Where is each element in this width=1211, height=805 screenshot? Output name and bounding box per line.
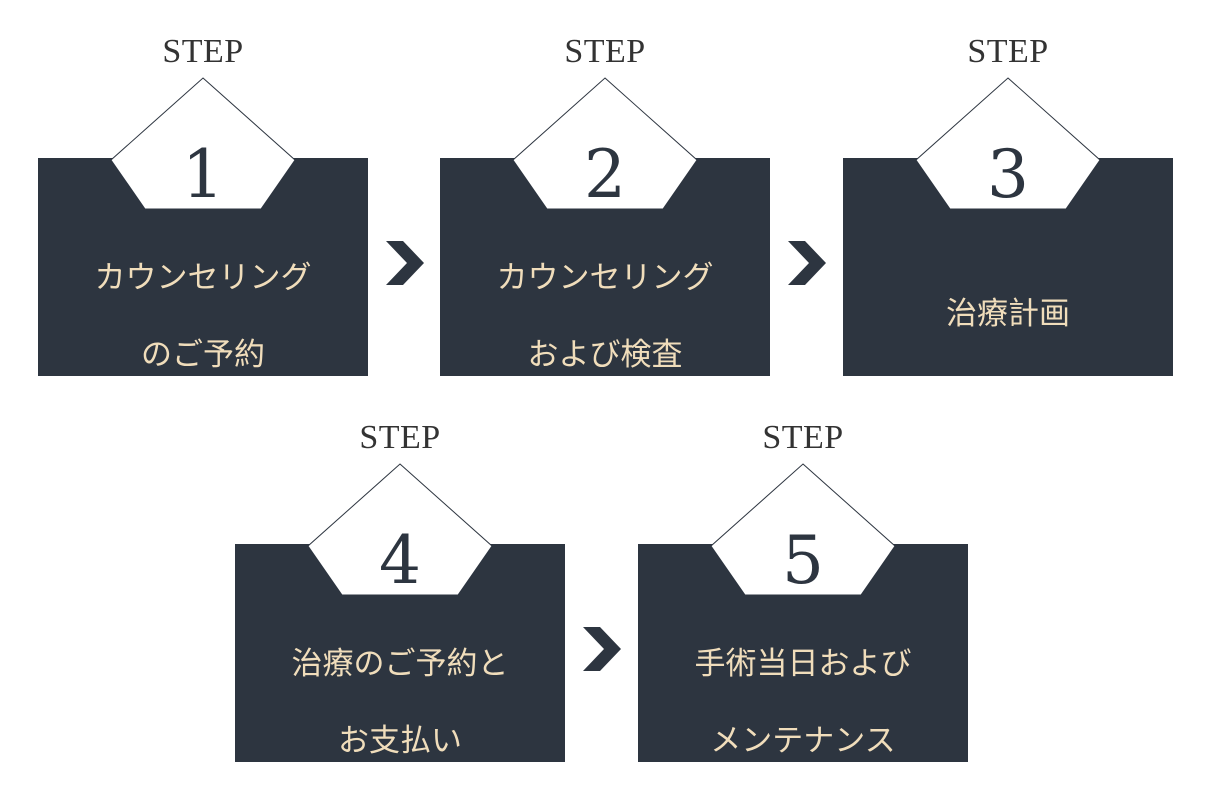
step-number: 2 bbox=[584, 136, 626, 213]
step-card-5: STEP 5 手術当日および メンテナンス bbox=[638, 416, 968, 762]
step-label-line: カウンセリング bbox=[94, 260, 312, 296]
step-word: STEP bbox=[162, 33, 244, 70]
step-panel-2 bbox=[440, 77, 770, 376]
step-label-line: および検査 bbox=[527, 337, 683, 373]
step-card-2: STEP 2 カウンセリング および検査 bbox=[440, 30, 770, 376]
step-label-line: メンテナンス bbox=[710, 723, 896, 759]
step-word: STEP bbox=[967, 33, 1049, 70]
step-number: 3 bbox=[987, 136, 1029, 213]
step-label-line: お支払い bbox=[338, 723, 462, 759]
chevron-right-icon bbox=[788, 241, 828, 285]
step-label-line: のご予約 bbox=[141, 337, 265, 373]
step-panel-1 bbox=[38, 77, 368, 376]
step-card-4: STEP 4 治療のご予約と お支払い bbox=[235, 416, 565, 762]
chevron-right-icon bbox=[583, 627, 623, 671]
step-word: STEP bbox=[564, 33, 646, 70]
step-label-line: 治療のご予約と bbox=[291, 646, 509, 682]
step-label-line: 治療計画 bbox=[946, 296, 1070, 332]
step-label: 治療のご予約と お支払い bbox=[235, 644, 565, 798]
step-label: カウンセリング および検査 bbox=[440, 258, 770, 412]
step-label: カウンセリング のご予約 bbox=[38, 258, 368, 412]
step-label-line: カウンセリング bbox=[496, 260, 714, 296]
step-number: 5 bbox=[782, 522, 824, 599]
step-number: 1 bbox=[182, 136, 224, 213]
step-card-3: STEP 3 治療計画 bbox=[843, 30, 1173, 376]
step-number: 4 bbox=[379, 522, 421, 599]
step-card-1: STEP 1 カウンセリング のご予約 bbox=[38, 30, 368, 376]
step-label: 手術当日および メンテナンス bbox=[638, 644, 968, 798]
step-panel-5 bbox=[638, 463, 968, 762]
chevron-right-icon bbox=[386, 241, 426, 285]
step-label-line: 手術当日および bbox=[694, 646, 912, 682]
step-word: STEP bbox=[359, 419, 441, 456]
step-panel-3 bbox=[843, 77, 1173, 376]
step-label: 治療計画 bbox=[843, 294, 1173, 371]
step-panel-4 bbox=[235, 463, 565, 762]
step-word: STEP bbox=[762, 419, 844, 456]
